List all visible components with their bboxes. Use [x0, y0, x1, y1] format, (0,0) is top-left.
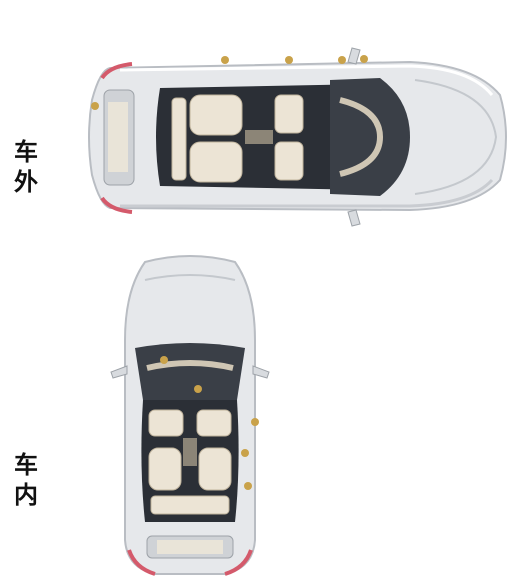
windshield [135, 343, 245, 400]
taillight-left [127, 549, 156, 576]
marker-dot [285, 56, 293, 64]
mirror-right [252, 365, 270, 379]
car-top-view-vertical [110, 255, 270, 576]
marker-dot [251, 418, 259, 426]
marker-dot [241, 449, 249, 457]
marker-dot [91, 102, 99, 110]
marker-dot [244, 482, 252, 490]
windshield [330, 78, 410, 196]
mirror-top [347, 47, 361, 65]
marker-dot [360, 55, 368, 63]
marker-dot [160, 356, 168, 364]
mirror-left [110, 365, 128, 379]
marker-dots [91, 55, 368, 110]
marker-dot [338, 56, 346, 64]
marker-dot [221, 56, 229, 64]
exterior-label-char-1: 车 [14, 138, 38, 166]
mirror-bottom [347, 209, 361, 227]
seats [148, 409, 232, 515]
interior-label: 车 内 [11, 450, 41, 510]
taillight-right [100, 196, 133, 214]
seats [171, 94, 304, 183]
car-top-view-horizontal [88, 47, 507, 227]
taillight-right [224, 549, 253, 576]
marker-dot [194, 385, 202, 393]
interior-label-char-2: 内 [14, 481, 38, 509]
taillight-left [100, 62, 133, 80]
exterior-label: 车 外 [11, 137, 41, 197]
exterior-label-char-2: 外 [14, 168, 38, 196]
interior-label-char-1: 车 [14, 451, 38, 479]
marker-dots [160, 356, 259, 490]
